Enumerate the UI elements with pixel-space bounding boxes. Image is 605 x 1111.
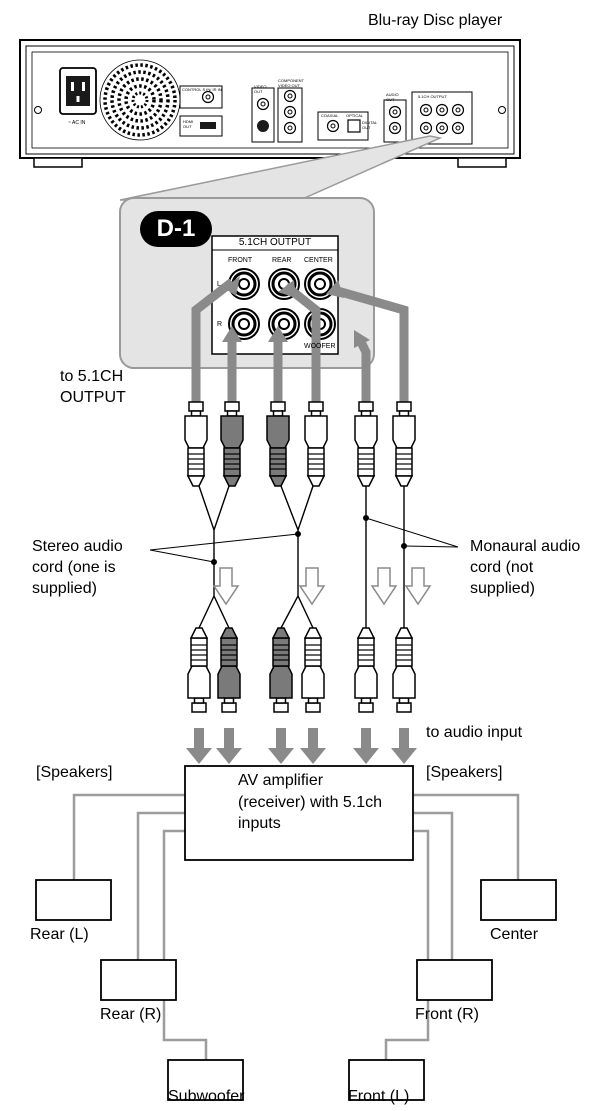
speaker-front-r-box <box>416 959 493 1001</box>
plug-top-3 <box>266 401 290 487</box>
plug-top-1 <box>184 401 208 487</box>
coaxial-label: COAXIAL <box>321 113 339 118</box>
d1-badge-label: D-1 <box>156 215 196 242</box>
speaker-rear-r-label: Rear (R) <box>100 1006 162 1023</box>
wire-center <box>413 793 520 880</box>
speaker-boxes <box>35 879 557 1101</box>
plug-top-2 <box>220 401 244 487</box>
mono-cord-label: Monaural audio cord (not supplied) <box>470 538 581 597</box>
audio-out-label: AUDIO OUT <box>386 92 399 102</box>
label-center: CENTER <box>304 257 333 264</box>
callout-title: 5.1CH OUTPUT <box>238 237 312 248</box>
player-foot-right <box>457 157 507 168</box>
digital-out-label: DIGITAL OUT <box>362 120 378 130</box>
video-out-label: VIDEO OUT <box>254 84 267 94</box>
speaker-subwoofer-label: Subwoofer <box>168 1088 245 1105</box>
wire-subwoofer <box>162 829 208 1060</box>
optical-label: OPTICAL <box>346 113 364 118</box>
fan-grille <box>99 59 181 141</box>
label-woofer: WOOFER <box>304 343 336 350</box>
speaker-front-l-label: Front (L) <box>348 1088 410 1105</box>
d1-badge <box>140 211 212 247</box>
video-out-jack-icon <box>256 97 270 111</box>
to-audio-input-label: to audio input <box>426 724 523 741</box>
label-front: FRONT <box>228 257 253 264</box>
speaker-rear-l-label: Rear (L) <box>30 926 89 943</box>
plug-top-4 <box>304 401 328 487</box>
speaker-rear-r-box <box>100 959 177 1001</box>
label-rear: REAR <box>272 257 292 264</box>
wire-front-r <box>413 811 454 960</box>
speaker-front-l-box <box>348 1059 425 1101</box>
speakers-left-label: [Speakers] <box>36 764 113 781</box>
front-l-cable <box>191 278 235 402</box>
control-s-label: CONTROL S IN/ IR IN <box>182 87 222 92</box>
ac-in-label: ~ AC IN <box>68 120 86 126</box>
wire-rear-l <box>72 793 185 880</box>
flow-arrow-3 <box>370 567 398 606</box>
hdmi-port-icon <box>200 122 216 129</box>
plug-top-5 <box>354 401 378 487</box>
plug-top-6 <box>392 401 416 487</box>
subwoofer-cable <box>355 337 371 402</box>
plug-bottom-5 <box>354 627 378 713</box>
component-label: COMPONENT VIDEO OUT <box>278 78 304 88</box>
plug-bottom-4 <box>301 627 325 713</box>
control-s-jack-icon <box>201 90 215 104</box>
s-video-jack-icon <box>257 120 269 132</box>
speaker-center-box <box>480 879 557 921</box>
label-l: L <box>217 281 221 288</box>
plug-bottom-1 <box>187 627 211 713</box>
cables <box>149 276 459 764</box>
optical-port-icon <box>347 119 361 133</box>
coaxial-jack-icon <box>326 119 340 133</box>
wire-rear-r <box>136 811 185 960</box>
ac-inlet <box>59 67 97 115</box>
amplifier-label: AV amplifier (receiver) with 5.1ch input… <box>238 772 383 832</box>
player-back-panel <box>19 39 521 168</box>
callout-panel <box>119 135 443 369</box>
plug-bottom-2 <box>217 627 241 713</box>
flow-arrow-2 <box>298 567 326 606</box>
output-51-label: 5.1CH OUTPUT <box>418 94 447 99</box>
speaker-wiring <box>72 793 520 1060</box>
flow-arrow-4 <box>404 567 432 606</box>
speaker-center-label: Center <box>490 926 539 943</box>
stereo-cord-label: Stereo audio cord (one is supplied) <box>32 538 123 597</box>
rear-l-cable <box>283 282 321 402</box>
player-foot-left <box>33 157 83 168</box>
hdmi-label: HDMI OUT <box>183 119 194 129</box>
speaker-subwoofer-box <box>167 1059 244 1101</box>
label-r: R <box>217 321 223 328</box>
speaker-rear-l-box <box>35 879 112 921</box>
input-arrows <box>186 728 417 764</box>
center-cable <box>332 285 409 402</box>
speaker-front-r-label: Front (R) <box>415 1006 479 1023</box>
amplifier-box <box>184 765 414 861</box>
plug-bottom-6 <box>392 627 416 713</box>
wire-front-l <box>384 829 430 1060</box>
plug-bottom-3 <box>269 627 293 713</box>
speakers-right-label: [Speakers] <box>426 764 503 781</box>
player-title: Blu-ray Disc player <box>368 12 503 29</box>
flow-arrow-1 <box>212 567 240 606</box>
to-output-label: to 5.1CH OUTPUT <box>60 368 126 406</box>
